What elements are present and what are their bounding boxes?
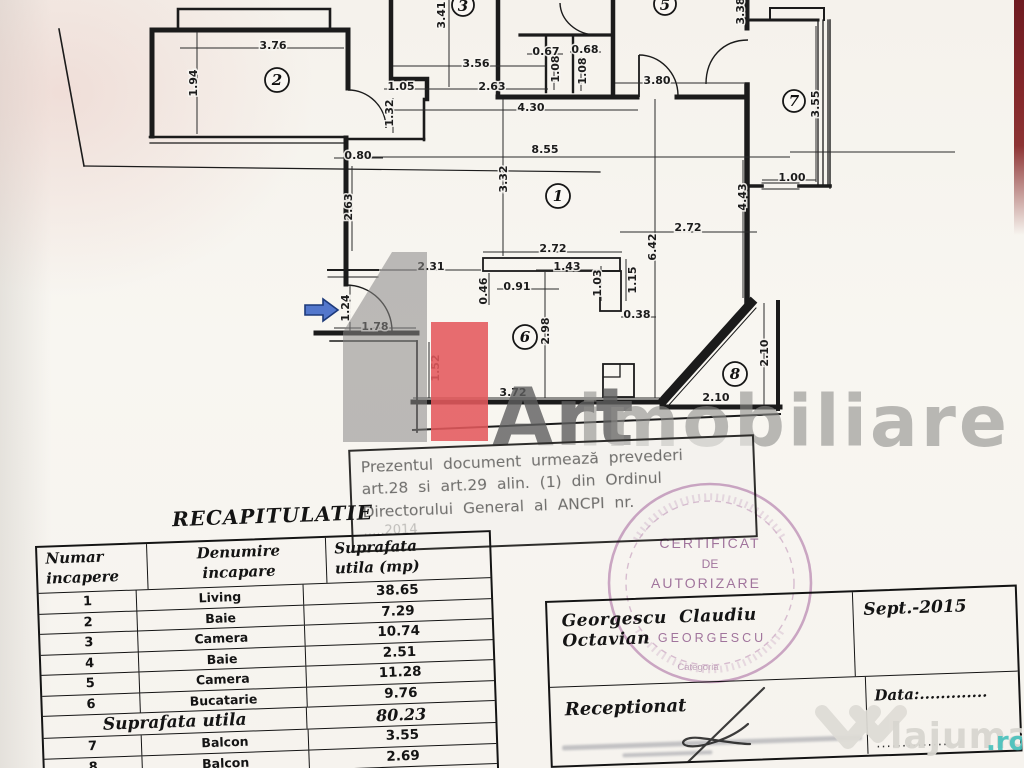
dim-label: 1.24	[339, 294, 352, 321]
recap-title: RECAPITULATIE	[171, 500, 374, 532]
dimension-labels: 3.76 3.56 2.63 1.05 0.67 0.68 4.30 3.80 …	[186, 0, 824, 406]
dim-label: 1.15	[626, 266, 639, 293]
recap-section: RECAPITULATIE Numar incapere Denumire in…	[35, 500, 500, 768]
stamp-line-1: CERTIFICAT	[659, 535, 760, 551]
dim-label: 0.91	[503, 280, 530, 293]
stamp-line-2: DE	[702, 557, 719, 571]
room-label-1: 1	[553, 187, 563, 205]
entrance-arrow-icon	[304, 297, 340, 323]
handwritten-signature	[682, 686, 766, 764]
dim-label: 0.46	[477, 277, 490, 304]
dim-label: 4.43	[736, 183, 749, 210]
dim-label: 3.55	[809, 90, 822, 117]
dim-label: 4.30	[517, 101, 544, 114]
room-label-6: 6	[520, 328, 531, 346]
balcony-window-glazing	[817, 19, 829, 187]
dim-label: 2.72	[674, 221, 701, 234]
row-nr: 7	[43, 735, 143, 759]
dim-label: 2.63	[342, 193, 355, 220]
dim-label: 1.00	[778, 171, 805, 184]
row-nr: 4	[40, 651, 140, 675]
document-date: Sept.-2015	[851, 586, 1018, 677]
dim-label: 0.80	[344, 149, 371, 162]
dim-label: 6.42	[646, 233, 659, 260]
dim-label: 1.32	[383, 99, 396, 126]
row-nr: 3	[40, 631, 139, 655]
col-header-suprafata: Suprafata utila (mp)	[326, 532, 490, 583]
stamp-name: GEORGESCU	[658, 631, 766, 645]
room-label-5: 5	[660, 0, 670, 14]
row-nr: 2	[39, 610, 139, 634]
room-label-7: 7	[789, 92, 800, 110]
dim-label: 3.38	[734, 0, 747, 25]
dim-label: 3.41	[435, 1, 448, 28]
dim-label: 1.43	[553, 260, 580, 273]
room-label-8: 8	[730, 365, 741, 383]
site-watermark-tld: .ro	[986, 727, 1022, 757]
door-arc-room2	[347, 89, 387, 129]
col-header-denumire: Denumire incapare	[147, 537, 328, 590]
agency-logo-mark	[343, 252, 427, 442]
stamp-line-3: AUTORIZARE	[651, 575, 761, 591]
row-nr: 6	[42, 692, 141, 716]
dim-label: 2.72	[539, 242, 566, 255]
col-header-numar-l2: incapere	[45, 566, 120, 588]
floor-plan: 3.76 3.56 2.63 1.05 0.67 0.68 4.30 3.80 …	[58, 0, 955, 433]
dim-label: 3.32	[497, 165, 510, 192]
dim-label: 3.76	[259, 39, 286, 52]
dim-label: 0.38	[623, 308, 650, 321]
row-nr: 1	[38, 590, 138, 614]
room-number-labels: 1 2 3 5 6 7 8	[271, 0, 800, 383]
site-watermark-name: lajumate	[890, 716, 1022, 757]
dim-label: 1.08	[576, 57, 589, 84]
diagonal-glazed-wall	[656, 296, 758, 408]
dimension-lines	[180, 0, 955, 405]
dim-label: 1.03	[591, 269, 604, 296]
dim-label: 0.68	[571, 43, 598, 56]
room-numbers	[264, 0, 806, 387]
stamp-category: Categoria	[677, 662, 719, 673]
photo-edge-strip	[1014, 0, 1024, 235]
door-arc-balcony7	[705, 39, 749, 85]
col-header-numar: Numar incapere	[37, 544, 149, 593]
site-watermark: lajumate .ro	[815, 705, 1022, 757]
dim-label: 2.10	[702, 391, 729, 404]
lajumate-chevron-icon	[815, 705, 907, 749]
dim-label: 1.05	[387, 80, 414, 93]
dim-label: 2.63	[478, 80, 505, 93]
dim-label: 1.94	[187, 69, 200, 96]
dim-label: 1.08	[549, 55, 562, 82]
dim-label: 3.56	[462, 57, 489, 70]
door-arc-living	[638, 54, 679, 96]
recap-table: Numar incapere Denumire incapare Suprafa…	[35, 530, 500, 768]
agency-logo-red-bar	[431, 322, 488, 441]
door-arc-bath	[559, 2, 597, 36]
round-certification-stamp: CERTIFICAT DE AUTORIZARE GEORGESCU Categ…	[607, 482, 813, 684]
row-nr: 5	[41, 672, 141, 696]
dim-label: 8.55	[531, 143, 558, 156]
dim-label: 2.98	[539, 317, 552, 344]
room-label-2: 2	[271, 71, 282, 89]
dim-label: 0.67	[532, 45, 559, 58]
dim-label: 3.72	[499, 386, 526, 399]
dim-label: 2.10	[758, 339, 771, 366]
dim-label: 3.80	[643, 74, 670, 87]
room-label-3: 3	[458, 0, 468, 15]
